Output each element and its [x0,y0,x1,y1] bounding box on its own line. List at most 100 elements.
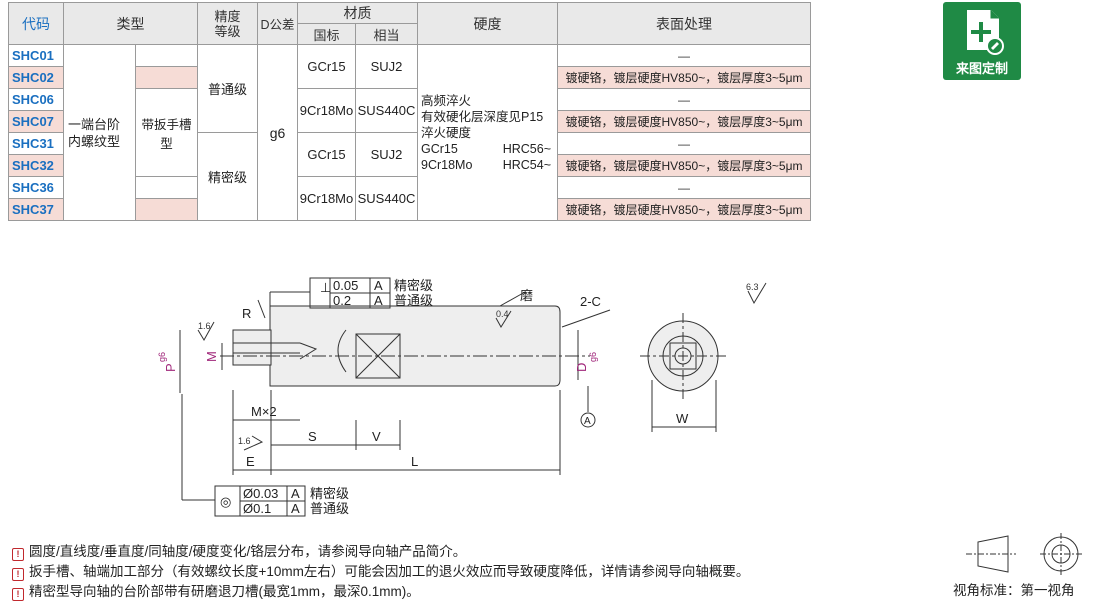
perp-datum: A [374,278,383,293]
perp-symbol: ⊥ [320,280,331,295]
note-text: 扳手槽、轴端加工部分（有效螺纹长度+10mm左右）可能会因加工的退火效应而导致硬… [29,564,750,579]
perp-grade-normal: 普通级 [394,293,433,308]
shaft-body [269,305,561,387]
hardness-line: 淬火硬度 [421,125,472,140]
projection-cone [977,535,1009,573]
end-view-flat [669,342,697,370]
material-equivalent-cell: SUS440C [355,176,418,221]
header-material-national: 国标 [297,23,356,45]
conc-tol-normal: Ø0.1 [243,501,271,516]
wrench-flat-curve [337,329,347,373]
header-precision: 精度等级 [197,2,258,45]
wrench-flat [355,333,401,379]
spec-table: 代码 类型 精度等级 D公差 材质 硬度 表面处理 国标 相当 SHC01 一端… [8,2,811,221]
roughness-0-4: 0.4 [496,309,509,319]
label-W: W [676,411,689,426]
hardness-material: GCr15 [421,141,458,156]
warning-icon: ! [12,568,24,581]
label-S: S [308,429,317,444]
leader-grind [499,291,526,307]
note-text: 精密型导向轴的台阶部带有研磨退刀槽(最宽1mm，最深0.1mm)。 [29,584,420,599]
roughness-1-6: 1.6 [198,321,211,331]
code-cell: SHC01 [8,44,64,67]
label-grind: 磨 [520,288,533,303]
type-sub-cell-blank [135,44,198,67]
roughness-6-3: 6.3 [746,282,759,292]
conc-tol-fine: Ø0.03 [243,486,278,501]
label-D-g6: g6 [588,352,598,362]
conc-grade-fine: 精密级 [310,486,349,501]
wrench-flat-diag [355,333,401,379]
perp-grade-fine: 精密级 [394,278,433,293]
label-P-g6: g6 [157,352,167,362]
type-sub-cell-blank [135,66,198,89]
hardness-material: 9Cr18Mo [421,157,473,172]
label-D: D [574,363,589,372]
hardness-value: HRC56~ [502,141,551,156]
end-view-outer [647,320,719,392]
code-cell: SHC02 [8,66,64,89]
hardness-line: 高频淬火 [421,93,472,108]
label-E: E [246,454,255,469]
shaft-step [232,329,272,366]
wrench-flat-diag [355,333,401,379]
material-national-cell: GCr15 [297,44,356,89]
custom-drawing-badge[interactable]: 来图定制 [943,2,1021,80]
code-cell: SHC31 [8,132,64,155]
badge-label: 来图定制 [955,61,1008,76]
hardness-value: HRC54~ [502,157,551,172]
end-view-chamfer [662,335,704,377]
end-view-hole [674,347,692,365]
roughness-symbol [197,321,215,341]
warning-icon: ! [12,588,24,601]
material-equivalent-cell: SUJ2 [355,132,418,177]
roughness-1-6: 1.6 [238,436,251,446]
label-P: P [163,363,178,372]
code-cell: SHC36 [8,176,64,199]
datum-label: A [584,416,591,427]
surface-cell: 镀硬铬，镀层硬度HV850~，镀层厚度3~5μm [557,154,811,177]
label-L: L [411,454,418,469]
material-national-cell: 9Cr18Mo [297,176,356,221]
conc-tolerance-frame [214,485,306,517]
header-surface: 表面处理 [557,2,811,45]
perp-tol-normal: 0.2 [333,293,351,308]
label-chamfer: 2-C [580,294,601,309]
header-hardness: 硬度 [417,2,558,45]
hardness-grade-row: 9Cr18Mo HRC54~ [421,157,557,173]
projection-label: 视角标准：第一视角 [953,583,1075,598]
type-sub-cell-blank [135,176,198,199]
code-cell: SHC07 [8,110,64,133]
material-equivalent-cell: SUJ2 [355,44,418,89]
surface-cell: — [557,44,811,67]
surface-cell: — [557,176,811,199]
custom-drawing-icon [967,10,1004,55]
surface-cell: 镀硬铬，镀层硬度HV850~，镀层厚度3~5μm [557,110,811,133]
header-type: 类型 [63,2,198,45]
warning-icon: ! [12,548,24,561]
surface-cell: — [557,132,811,155]
surface-cell: 镀硬铬，镀层硬度HV850~，镀层厚度3~5μm [557,66,811,89]
roughness-symbol [243,435,264,451]
perp-datum: A [374,293,383,308]
surface-cell: — [557,88,811,111]
datum-circle [580,412,596,428]
code-cell: SHC06 [8,88,64,111]
precision-fine-cell: 精密级 [197,132,258,221]
note-item: !圆度/直线度/垂直度/同轴度/硬度变化/铬层分布，请参阅导向轴产品简介。 [12,540,466,561]
note-item: ! 扳手槽、轴端加工部分（有效螺纹长度+10mm左右）可能会因加工的退火效应而导致… [12,560,749,581]
note-item: ! 精密型导向轴的台阶部带有研磨退刀槽(最宽1mm，最深0.1mm)。 [12,580,420,601]
type-sub-cell-blank [135,198,198,221]
hardness-grade-row: GCr15 HRC56~ [421,141,557,157]
code-cell: SHC37 [8,198,64,221]
perp-tolerance-frame [309,277,391,309]
label-M: M [204,351,219,362]
leader-chamfer [561,309,611,328]
conc-datum: A [291,501,300,516]
conc-grade-normal: 普通级 [310,501,349,516]
drill-point [299,342,318,360]
precision-normal-cell: 普通级 [197,44,258,133]
conc-symbol: ◎ [220,494,231,509]
leader-R [257,299,266,319]
